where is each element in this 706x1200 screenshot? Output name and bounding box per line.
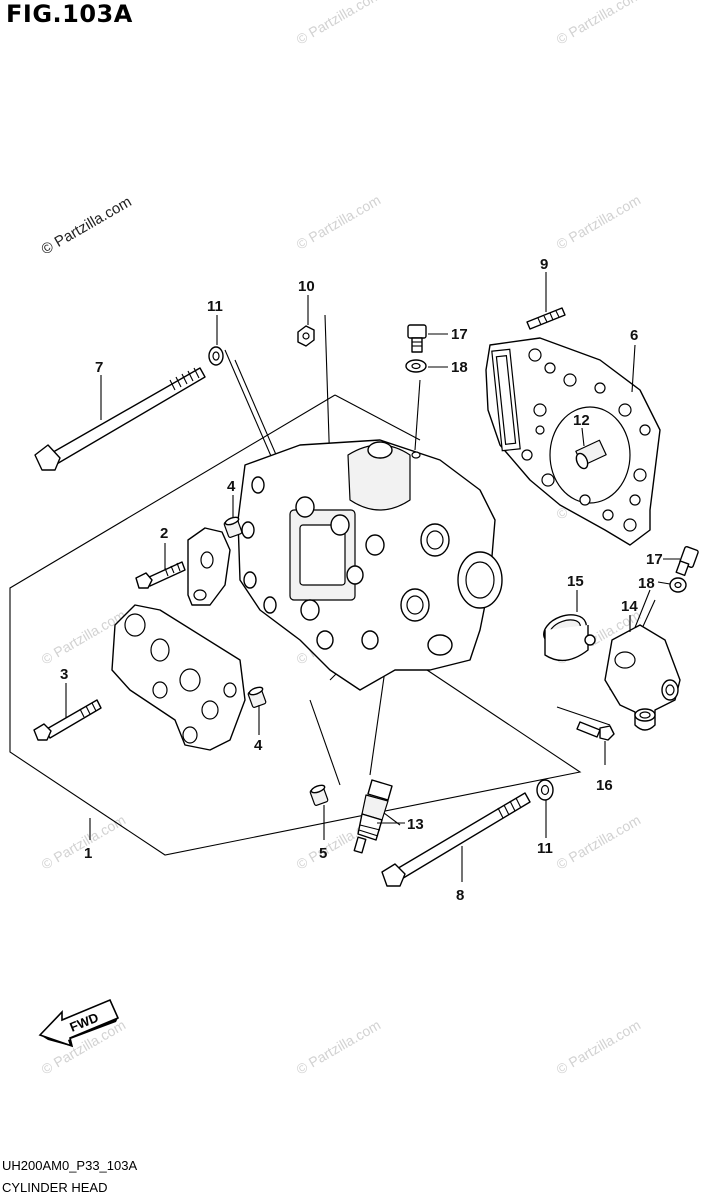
callout-16: 16 [596,777,613,794]
dowel-4-top [223,516,243,538]
fwd-arrow: FWD [38,998,120,1048]
callout-10: 10 [298,278,315,295]
watermark: © Partzilla.com [554,1017,644,1078]
dowel-5 [309,784,329,806]
callout-8: 8 [456,887,464,904]
stud-9 [526,307,566,330]
watermark: © Partzilla.com [554,0,644,48]
callout-3: 3 [60,666,68,683]
callout-17-top: 17 [451,326,468,343]
dowel-4-bottom [247,686,267,708]
callout-4-bottom: 4 [254,737,263,754]
watermark: © Partzilla.com [294,0,384,48]
watermark-main: © Partzilla.com [39,193,135,258]
bolt-7 [34,367,206,471]
callout-18-top: 18 [451,359,468,376]
callout-11-bottom: 11 [537,840,553,857]
figure-title: FIG.103A [6,0,133,28]
watermark: © Partzilla.com [554,192,644,253]
bolt-16 [576,721,615,741]
callout-2: 2 [160,525,168,542]
callout-7: 7 [95,359,103,376]
callout-11-top: 11 [207,298,223,315]
callout-17-right: 17 [646,551,663,568]
assembly-outline-rear [334,394,421,441]
cylinder-head-1 [237,439,503,691]
thermostat-15 [543,614,596,662]
watermark: © Partzilla.com [39,812,129,873]
diagram-name: CYLINDER HEAD [2,1180,108,1195]
watermark: © Partzilla.com [294,192,384,253]
callout-6: 6 [630,327,638,344]
callout-5: 5 [319,845,327,862]
bolt-17-top [407,324,427,353]
callout-18-right: 18 [638,575,655,592]
cam-cap-small [187,527,231,606]
diagram-code: UH200AM0_P33_103A [2,1158,138,1173]
callout-leaders [65,272,680,882]
pin-12 [575,439,607,470]
callout-15: 15 [567,573,584,590]
bolt-2 [135,561,186,589]
spark-plug-13 [353,779,393,854]
bolt-17-right [675,546,699,577]
callout-13: 13 [407,816,424,833]
callout-4-top: 4 [227,478,236,495]
thermostat-cover-14 [604,624,681,731]
callout-12: 12 [573,412,590,429]
assembly-outline [9,394,582,856]
watermark: © Partzilla.com [294,1017,384,1078]
cam-holder [111,604,246,751]
watermark: © Partzilla.com [554,812,644,873]
callouts: 1 2 3 4 4 5 6 7 8 9 10 11 11 12 13 14 15… [60,256,663,904]
callout-1: 1 [84,845,92,862]
callout-14: 14 [621,598,638,615]
callout-9: 9 [540,256,548,273]
bolt-8 [381,792,531,887]
bolt-3 [33,699,102,741]
